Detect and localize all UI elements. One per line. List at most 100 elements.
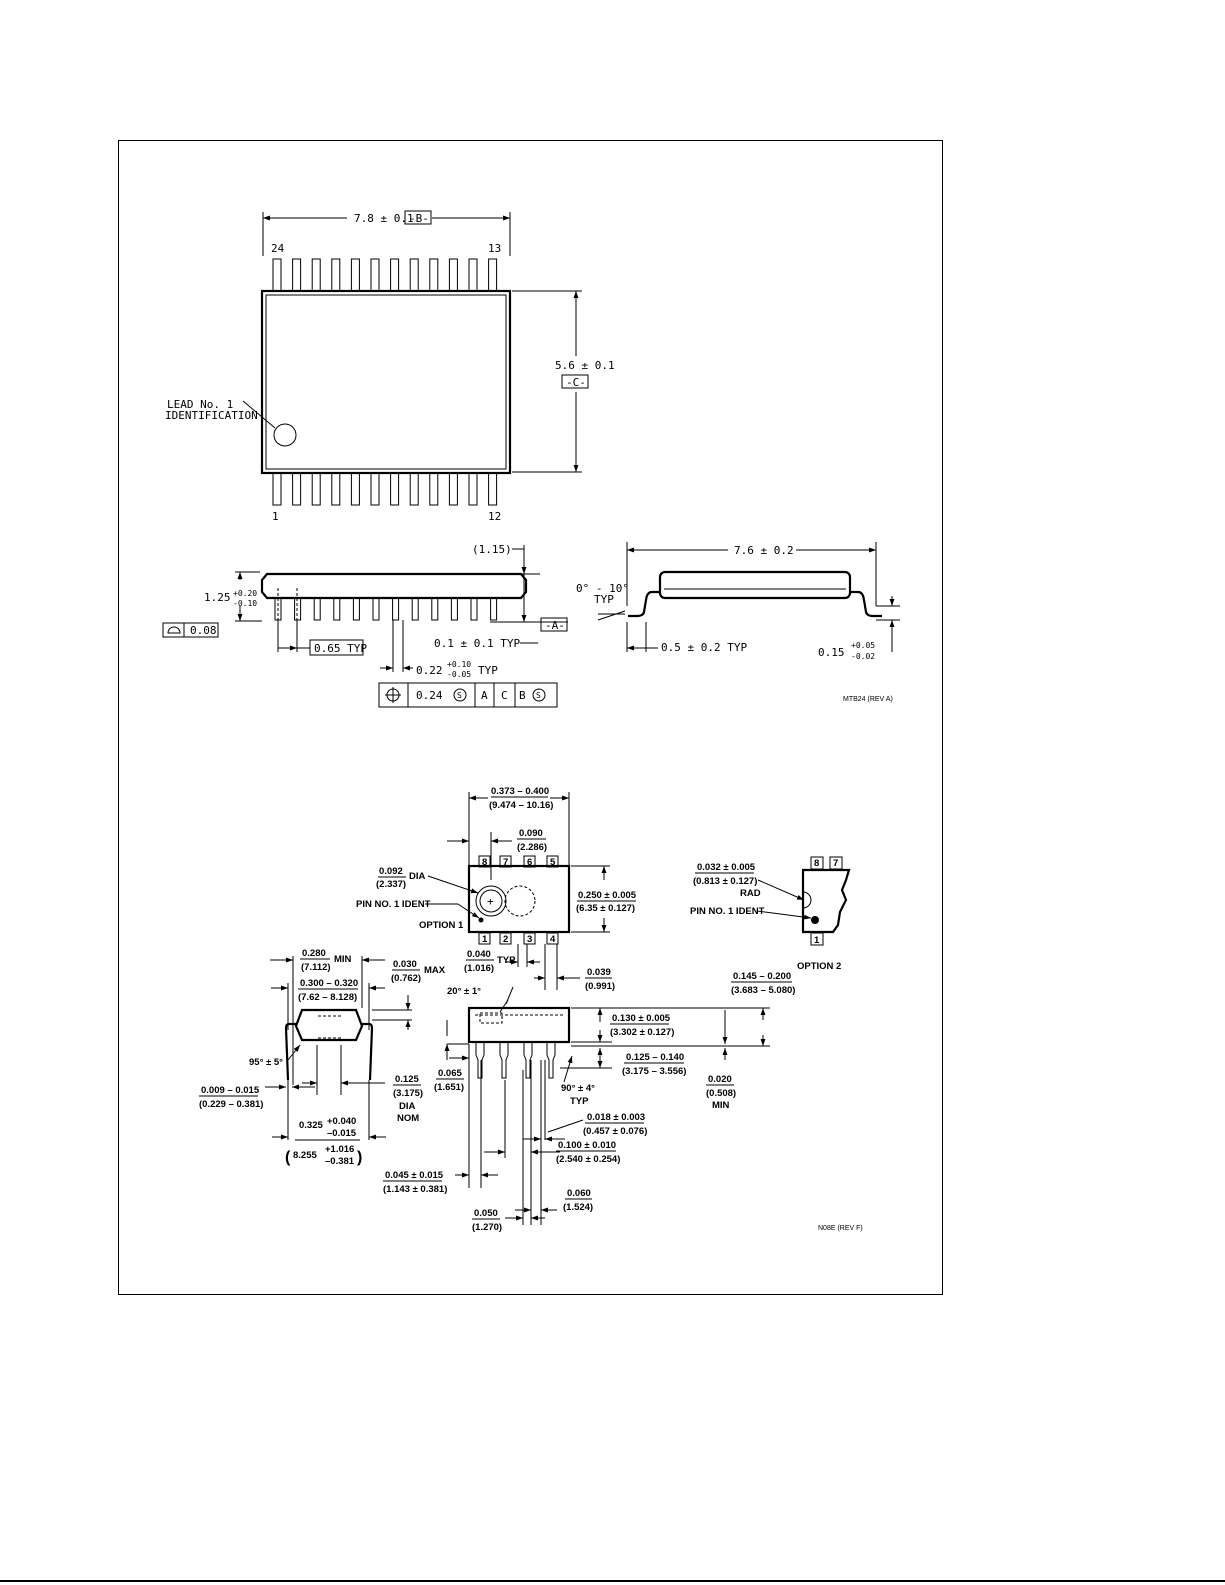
- tssop-side-view: 1.25 +0.20 -0.10 0.08 (1.15) 0.1 ± 0.1 T…: [162, 543, 568, 708]
- rad-mm: (0.813 ± 0.127): [693, 876, 757, 887]
- fcf-datum-c: C: [501, 689, 508, 702]
- side-lead: [294, 597, 302, 621]
- top-lead: [448, 258, 458, 292]
- dip-bottom-pin-number: 1: [482, 934, 488, 945]
- lead-1-identification-circle: [273, 423, 297, 447]
- dim-050-mm: (1.270): [472, 1222, 502, 1233]
- dim-125-mm: (3.175): [393, 1088, 423, 1099]
- spread-minus: –0.015: [327, 1128, 357, 1139]
- foot-length-dim: 0.5 ± 0.2 TYP: [661, 641, 747, 654]
- coplanarity-frame: [162, 622, 219, 638]
- opt2-pin1-dot: [811, 916, 819, 924]
- bottom-lead: [390, 472, 400, 506]
- body-h-in: 0.130 ± 0.005: [612, 1013, 671, 1024]
- lead-thk-main: 0.15: [818, 646, 845, 659]
- spread-plus: +0.040: [327, 1116, 356, 1127]
- dip-bottom-pin-number: 4: [550, 934, 556, 945]
- dim-300-mm: (7.62 – 8.128): [298, 992, 357, 1003]
- body-length-dim: 5.6 ± 0.1: [555, 359, 615, 372]
- dim-039-mm: (0.991): [585, 981, 615, 992]
- opt2-pin1-ident: PIN NO. 1 IDENT: [690, 906, 765, 917]
- side-lead: [392, 597, 400, 621]
- fcf-modifier-s2: S: [536, 691, 541, 700]
- datum-c-box: [561, 374, 589, 389]
- top-lead: [390, 258, 400, 292]
- lead-angle-dim: 0° - 10°: [576, 582, 629, 595]
- dia-label: DIA: [409, 871, 426, 882]
- dip-bottom-pin-number: 3: [527, 934, 532, 945]
- tssop-top-view: LEAD No. 1 IDENTIFICATION 7.8 ± 0.1 -B- …: [165, 210, 615, 523]
- opt2-pin-8: 8: [814, 858, 819, 869]
- bottom-lead: [429, 472, 439, 506]
- bottom-lead: [292, 472, 302, 506]
- body-len-mm: (9.474 – 10.16): [489, 800, 553, 811]
- lead-pitch-mm: (2.540 ± 0.254): [556, 1154, 620, 1165]
- pin1-dimple-outer: [475, 885, 507, 917]
- rad-label: RAD: [740, 888, 761, 899]
- opt2-pin-1: 1: [814, 935, 820, 946]
- bottom-lead: [370, 472, 380, 506]
- body-h-mm: (3.302 ± 0.127): [610, 1027, 674, 1038]
- bottom-lead: [468, 472, 478, 506]
- bottom-lead: [409, 472, 419, 506]
- dip-side-leads: [475, 1042, 556, 1079]
- pin-13-label: 13: [488, 242, 501, 255]
- dim-090-in: 0.090: [519, 828, 543, 839]
- standoff-dim: 0.1 ± 0.1 TYP: [434, 637, 520, 650]
- body-len-in: 0.373 – 0.400: [491, 786, 549, 797]
- angle-90-typ: TYP: [570, 1096, 589, 1107]
- spread-main: 0.325: [299, 1120, 323, 1131]
- dim-045-mm: (1.143 ± 0.381): [383, 1184, 447, 1195]
- pin-12-label: 12: [488, 510, 501, 523]
- dia-mm: (2.337): [376, 879, 406, 890]
- top-lead: [331, 258, 341, 292]
- bottom-lead: [448, 472, 458, 506]
- dip-body-top: [467, 864, 571, 934]
- lead-pitch-in: 0.100 ± 0.010: [558, 1140, 616, 1151]
- lead-w-in: 0.018 ± 0.003: [587, 1112, 645, 1123]
- side-lead: [313, 597, 321, 621]
- height-in: 0.145 – 0.200: [733, 971, 791, 982]
- datum-a-box: [540, 617, 568, 632]
- side-leads: [274, 588, 498, 621]
- tssop-body-inner: [265, 294, 507, 470]
- lead-len-in: 0.125 – 0.140: [626, 1052, 684, 1063]
- bottom-lead: [350, 472, 360, 506]
- angle-20: 20° ± 1°: [447, 986, 481, 997]
- tssop-end-view: 7.6 ± 0.2 0° - 10° TYP 0.5 ± 0.2 TYP 0.1…: [576, 542, 900, 703]
- feature-control-frame: 0.24 S A C B S: [378, 682, 558, 708]
- fcf-modifier-s: S: [457, 691, 462, 700]
- spread-mm-main: 8.255: [293, 1150, 317, 1161]
- dim-280-mm: (7.112): [301, 962, 331, 973]
- lead-thk-in: 0.009 – 0.015: [201, 1085, 260, 1096]
- dip-option2-view: 8 7 1 0.032 ± 0.005 (0.813 ± 0.127) RAD …: [690, 856, 851, 972]
- tssop-side-body: [260, 572, 528, 600]
- dip-top-pin-number: 5: [550, 857, 556, 868]
- dip-top-pin-number: 7: [503, 857, 508, 868]
- height-tol-minus: -0.10: [233, 599, 257, 608]
- side-lead: [431, 597, 439, 621]
- top-lead: [311, 258, 321, 292]
- dim-020-mm: (0.508): [706, 1088, 736, 1099]
- dip-end-body: [294, 1008, 364, 1042]
- bottom-lead: [272, 472, 282, 506]
- lead-width-plus: +0.10: [447, 660, 471, 669]
- option1-label: OPTION 1: [419, 920, 464, 931]
- tssop-body: [260, 289, 512, 475]
- pitch-typ: TYP: [497, 955, 516, 966]
- spread-mm-minus: –0.381: [325, 1156, 355, 1167]
- top-lead: [292, 258, 302, 292]
- dip-top-view: 0.373 – 0.400 (9.474 – 10.16) 0.090 (2.2…: [356, 786, 637, 992]
- side-lead: [333, 597, 341, 621]
- fcf-datum-b: B: [519, 689, 526, 702]
- dim-125-nom: NOM: [397, 1113, 419, 1124]
- top-lead: [429, 258, 439, 292]
- dim-060-mm: (1.524): [563, 1202, 593, 1213]
- angle-95: 95° ± 5°: [249, 1057, 283, 1068]
- dim-065-mm: (1.651): [434, 1082, 464, 1093]
- pin-24-label: 24: [271, 242, 285, 255]
- datum-a: -A-: [545, 619, 565, 632]
- dim-030-max: MAX: [424, 965, 446, 976]
